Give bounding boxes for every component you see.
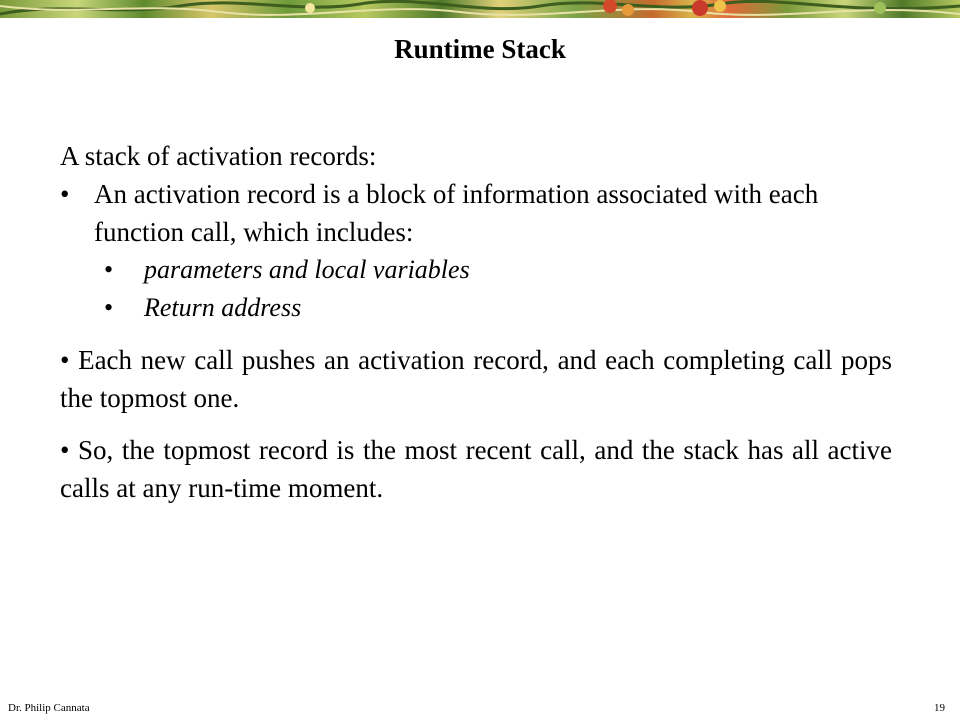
paragraph-push-pop: • Each new call pushes an activation rec… [60, 345, 892, 413]
sub-bullet-dot: • [104, 255, 114, 284]
stained-glass-banner [0, 0, 960, 18]
bullet-activation-record: • An activation record is a block of inf… [60, 175, 892, 251]
page-number: 19 [934, 702, 945, 714]
sub-bullet-return-address: • Return address [104, 289, 301, 327]
footer-author: Dr. Philip Cannata [8, 702, 90, 714]
slide-title: Runtime Stack [394, 34, 566, 64]
bullet-dot: • [60, 179, 70, 209]
intro-text: A stack of activation records: [60, 141, 377, 171]
sub-bullet-text: Return address [144, 293, 302, 322]
bullet-text: An activation record is a block of infor… [94, 179, 819, 247]
banner-decoration [0, 0, 960, 16]
sub-bullet-dot: • [104, 293, 114, 322]
sub-bullet-text: parameters and local variables [144, 255, 470, 284]
sub-bullet-parameters: • parameters and local variables [104, 251, 470, 289]
paragraph-topmost-record: • So, the topmost record is the most rec… [60, 435, 892, 503]
